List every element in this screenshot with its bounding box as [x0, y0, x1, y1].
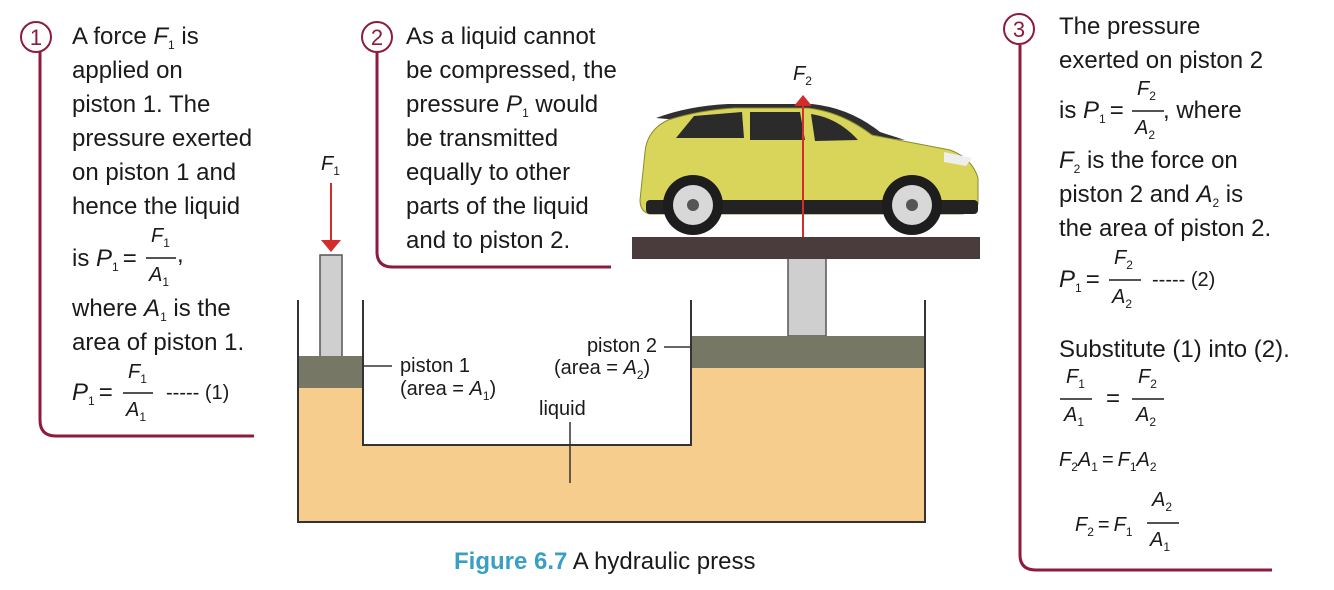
step-2-line-1: As a liquid cannot: [406, 23, 596, 50]
svg-text:is P1=: is P1=: [1059, 97, 1124, 126]
svg-text:F2: F2: [1137, 78, 1156, 103]
svg-text:----- (1): ----- (1): [166, 382, 229, 404]
step-2-line-4: be transmitted: [406, 125, 558, 152]
step-1-line-2: applied on: [72, 57, 183, 84]
svg-text:A1: A1: [1063, 404, 1084, 429]
step-1-number: 1: [30, 25, 42, 50]
step-3-pressure-equation: is P1= F2 A2 , where: [1059, 78, 1242, 142]
piston-2-label: piston 2: [587, 335, 657, 357]
step-3-number-badge: [1003, 13, 1035, 45]
step-2-line-5: equally to other: [406, 159, 570, 186]
car-illustration: [639, 104, 979, 235]
svg-text:----- (2): ----- (2): [1152, 269, 1215, 291]
step-3-substitute-line: Substitute (1) into (2).: [1059, 336, 1290, 363]
f2-label: F2: [793, 63, 812, 88]
svg-text:A2: A2: [1134, 117, 1155, 142]
step-2-line-6: parts of the liquid: [406, 193, 589, 220]
svg-text:A2: A2: [1111, 286, 1132, 311]
step-1-equation-1: P1= F1 A1 ----- (1): [72, 361, 229, 424]
piston-2-area-label: (area = A2): [554, 357, 650, 382]
piston-1-rod: [319, 254, 343, 358]
step-1-line-6: hence the liquid: [72, 193, 240, 220]
step-1-line-5: on piston 1 and: [72, 159, 236, 186]
platform: [632, 237, 980, 259]
svg-text:is P1=: is P1=: [72, 245, 137, 274]
step-2-number-badge: [361, 21, 393, 53]
svg-text:A2: A2: [1135, 404, 1156, 429]
svg-text:A2: A2: [1151, 489, 1172, 514]
f1-label: F1: [321, 153, 340, 178]
svg-text:, where: , where: [1163, 97, 1242, 124]
svg-text:P1=: P1=: [72, 379, 113, 408]
step-3-equation-2: P1= F2 A2 ----- (2): [1059, 247, 1215, 311]
step-3-bracket: [1018, 45, 1272, 572]
svg-text:A1: A1: [148, 264, 169, 289]
liquid-label: liquid: [539, 398, 586, 420]
svg-text:,: ,: [177, 241, 184, 268]
piston-2-head: [692, 336, 924, 368]
svg-text:F1: F1: [128, 361, 147, 386]
step-3-equation-result: F2=F1 A2 A1: [1075, 489, 1179, 554]
step-3-equation-ratio: F1 A1 = F2 A2: [1060, 366, 1164, 429]
step-2-line-7: and to piston 2.: [406, 227, 570, 254]
step-1-where-line: where A1 is the: [71, 295, 231, 324]
step-3-number: 3: [1013, 17, 1025, 42]
container-inner-wall: [362, 300, 692, 446]
step-2-line-2: be compressed, the: [406, 57, 617, 84]
hydraulic-press-diagram: F2 F1 piston 1 (area = A1) piston 2 (are…: [297, 63, 980, 523]
step-3-line-5: piston 2 and A2 is: [1059, 181, 1243, 210]
step-1-line-3: piston 1. The: [72, 91, 210, 118]
svg-text:A1: A1: [125, 399, 146, 424]
piston-2-rod: [787, 257, 827, 337]
svg-text:F2: F2: [1114, 247, 1133, 272]
container-wall: [297, 300, 926, 523]
step-1-line-4: pressure exerted: [72, 125, 252, 152]
step-1-panel: 1 A force F1 is applied on piston 1. The…: [20, 21, 254, 438]
svg-text:F2=F1: F2=F1: [1075, 514, 1133, 539]
piston-1-label: piston 1: [400, 355, 470, 377]
step-2-panel: 2 As a liquid cannot be compressed, the …: [361, 21, 617, 269]
svg-text:A1: A1: [1149, 529, 1170, 554]
step-2-line-3: pressure P1 would: [406, 91, 598, 120]
svg-text:=: =: [1106, 385, 1120, 412]
step-3-line-2: exerted on piston 2: [1059, 47, 1263, 74]
piston-1-head: [299, 356, 362, 388]
f2-arrow-head: [794, 95, 812, 106]
step-2-number: 2: [371, 25, 383, 50]
step-1-bracket: [38, 52, 254, 438]
step-3-line-4: F2 is the force on: [1059, 147, 1238, 176]
step-3-panel: 3 The pressure exerted on piston 2 is P1…: [1003, 13, 1290, 572]
step-3-equation-cross: F2A1=F1A2: [1059, 449, 1157, 474]
step-1-number-badge: [20, 21, 52, 53]
step-2-bracket: [375, 52, 611, 269]
piston-1-area-label: (area = A1): [400, 378, 496, 403]
svg-text:P1=: P1=: [1059, 266, 1100, 295]
step-1-area-line: area of piston 1.: [72, 329, 244, 356]
svg-text:F1: F1: [151, 225, 170, 250]
step-1-line-1: A force F1 is: [72, 23, 199, 52]
step-3-line-6: the area of piston 2.: [1059, 215, 1271, 242]
figure-caption: Figure 6.7 A hydraulic press: [454, 548, 755, 575]
step-3-line-1: The pressure: [1059, 13, 1200, 40]
svg-text:F2: F2: [1138, 366, 1157, 391]
step-1-pressure-equation: is P1= F1 A1 ,: [72, 225, 184, 289]
f1-arrow-head: [321, 240, 341, 252]
svg-text:F1: F1: [1066, 366, 1085, 391]
